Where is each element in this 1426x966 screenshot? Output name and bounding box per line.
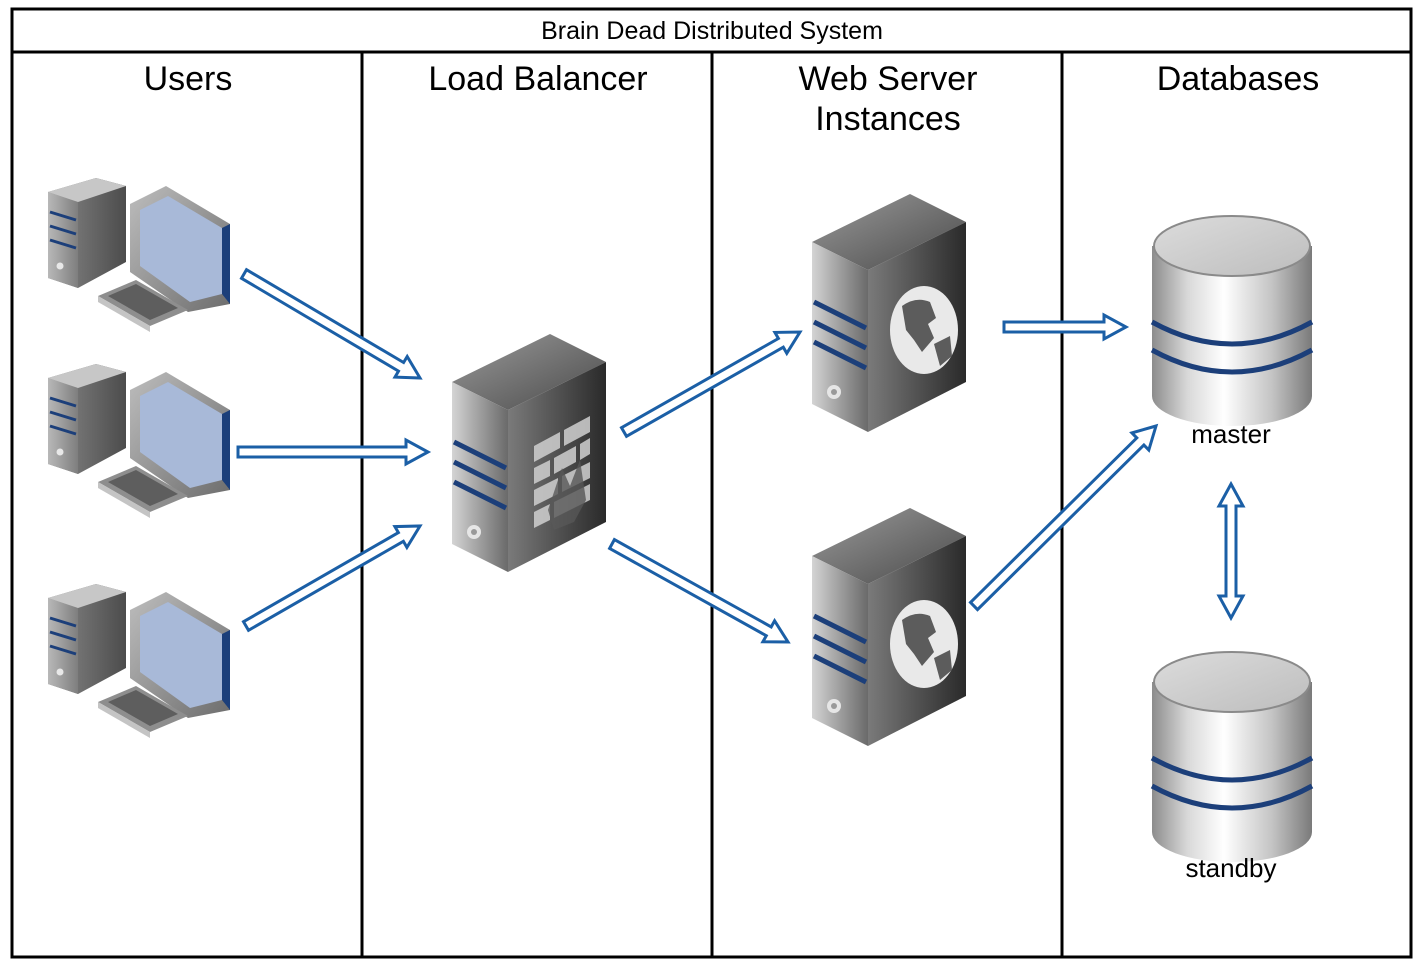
arrows-layer [236,267,1246,644]
database-standby-icon [1152,652,1312,862]
web-server-icon [812,194,966,432]
arrow-web2-to-master [968,423,1159,612]
database-master-label: master [1191,419,1271,449]
lane-header-databases: Databases [1157,60,1320,98]
firewall-server-icon [452,334,606,572]
swimlane-frame [10,7,1413,959]
arrow-master-standby-replication [1216,480,1246,622]
database-standby-label: standby [1185,853,1276,883]
arrow-web1-to-master [1002,312,1130,342]
lane-header-users: Users [144,60,233,98]
web-server-icon [812,508,966,746]
lane-header-web-server-line1: Web Server [799,60,978,98]
arrow-load-balancer-to-web1 [619,330,803,439]
diagram-title: Brain Dead Distributed System [541,17,883,45]
globe-icon [890,286,958,374]
database-master-icon [1152,216,1312,426]
desktop-computer-icon [46,362,232,520]
lane-header-web-server-line2: Instances [815,100,961,138]
arrow-user2-to-load-balancer [236,437,432,467]
arrow-load-balancer-to-web2 [607,537,791,644]
arrow-user3-to-load-balancer [241,524,423,633]
desktop-computer-icon [46,582,232,740]
brick-wall-icon [534,416,590,530]
lane-header-load-balancer: Load Balancer [428,60,647,98]
arrow-user1-to-load-balancer [239,267,423,380]
desktop-computer-icon [46,176,232,334]
globe-icon [890,600,958,688]
